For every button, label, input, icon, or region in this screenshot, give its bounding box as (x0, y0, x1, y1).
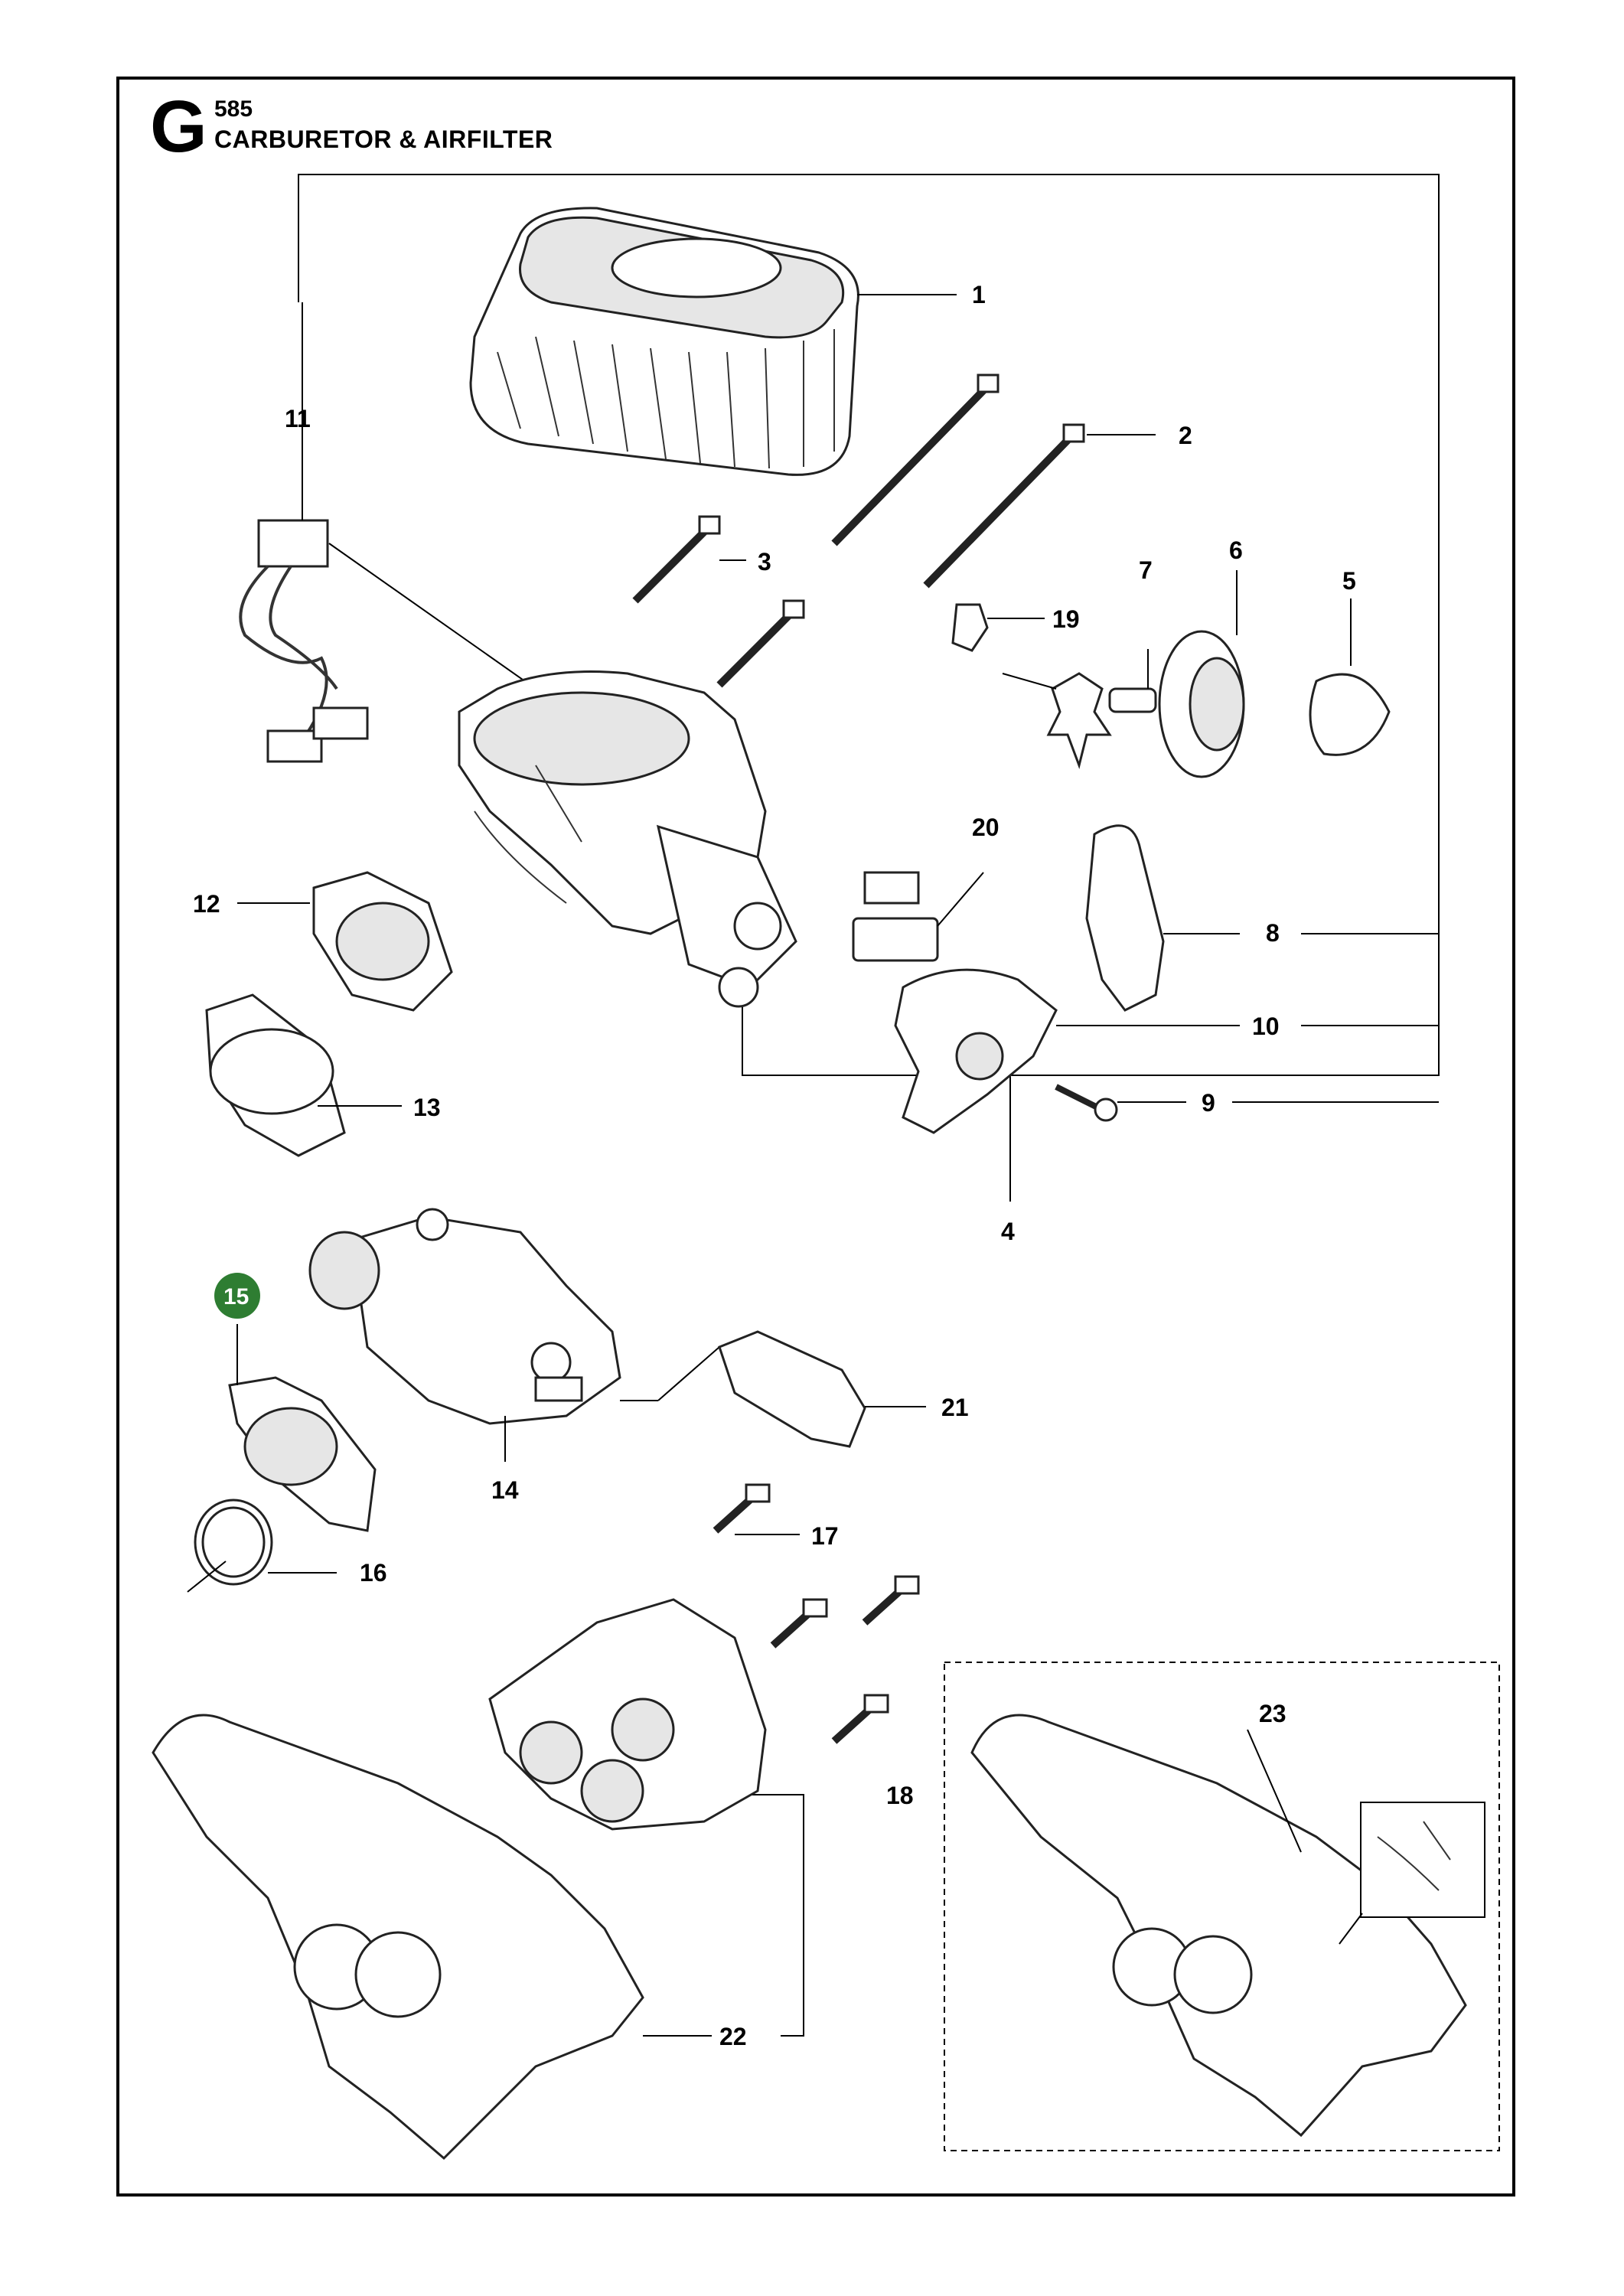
callout-23: 23 (1259, 1700, 1286, 1727)
wire-harness (239, 302, 536, 763)
section-title: CARBURETOR & AIRFILTER (214, 126, 553, 153)
fuel-fitting (951, 603, 1045, 652)
model-number: 585 (214, 96, 253, 122)
screw-9 (1055, 1084, 1186, 1122)
callout-17: 17 (811, 1522, 839, 1550)
callout-18: 18 (886, 1782, 914, 1809)
rubber-boot-13 (205, 993, 402, 1157)
callout-13: 13 (413, 1094, 441, 1121)
throttle-lever-10 (894, 968, 1240, 1134)
callout-6: 6 (1229, 536, 1243, 564)
callout-10: 10 (1252, 1013, 1280, 1040)
callout-14: 14 (491, 1476, 519, 1504)
highlight-badge-15 (214, 1273, 260, 1319)
section-letter: G (150, 86, 207, 168)
inset-housing-23 (970, 1714, 1485, 2138)
connector-20 (852, 871, 984, 962)
callout-labels: 1 2 3 4 5 6 7 8 9 10 11 12 13 14 15 16 1… (193, 281, 1356, 2050)
air-filter (469, 207, 957, 476)
carburetor-14 (308, 1208, 720, 1462)
gasket-ring-16 (187, 1499, 337, 1593)
lever-8 (1085, 824, 1240, 1012)
intake-manifold-18 (488, 1598, 767, 1831)
callout-12: 12 (193, 890, 220, 918)
callout-16: 16 (360, 1559, 387, 1587)
bracket-lines (298, 174, 1440, 2037)
callout-19: 19 (1052, 605, 1080, 633)
callout-8: 8 (1266, 919, 1280, 947)
connector-21 (718, 1330, 926, 1448)
intake-adapter-12 (237, 871, 453, 1012)
long-bolts (831, 373, 1156, 589)
callout-15: 15 (223, 1284, 249, 1309)
callout-1: 1 (972, 281, 986, 308)
callout-11: 11 (285, 405, 311, 432)
short-bolts (632, 515, 805, 688)
clamp-15 (228, 1324, 377, 1532)
inset-box (944, 1662, 1500, 2151)
callout-2: 2 (1179, 422, 1192, 449)
callout-4: 4 (1001, 1218, 1015, 1245)
callout-20: 20 (972, 814, 1000, 841)
bolts-17 (713, 1483, 920, 1744)
callout-7: 7 (1139, 556, 1153, 584)
base-housing-22 (152, 1714, 712, 2161)
callout-5: 5 (1342, 567, 1356, 595)
carburetor-housing (458, 670, 797, 1008)
callout-3: 3 (758, 548, 771, 576)
callout-22: 22 (719, 2023, 747, 2050)
primer-assembly (1002, 570, 1391, 778)
diagram-frame (116, 77, 1515, 2197)
callout-9: 9 (1202, 1089, 1215, 1117)
callout-21: 21 (941, 1394, 969, 1421)
